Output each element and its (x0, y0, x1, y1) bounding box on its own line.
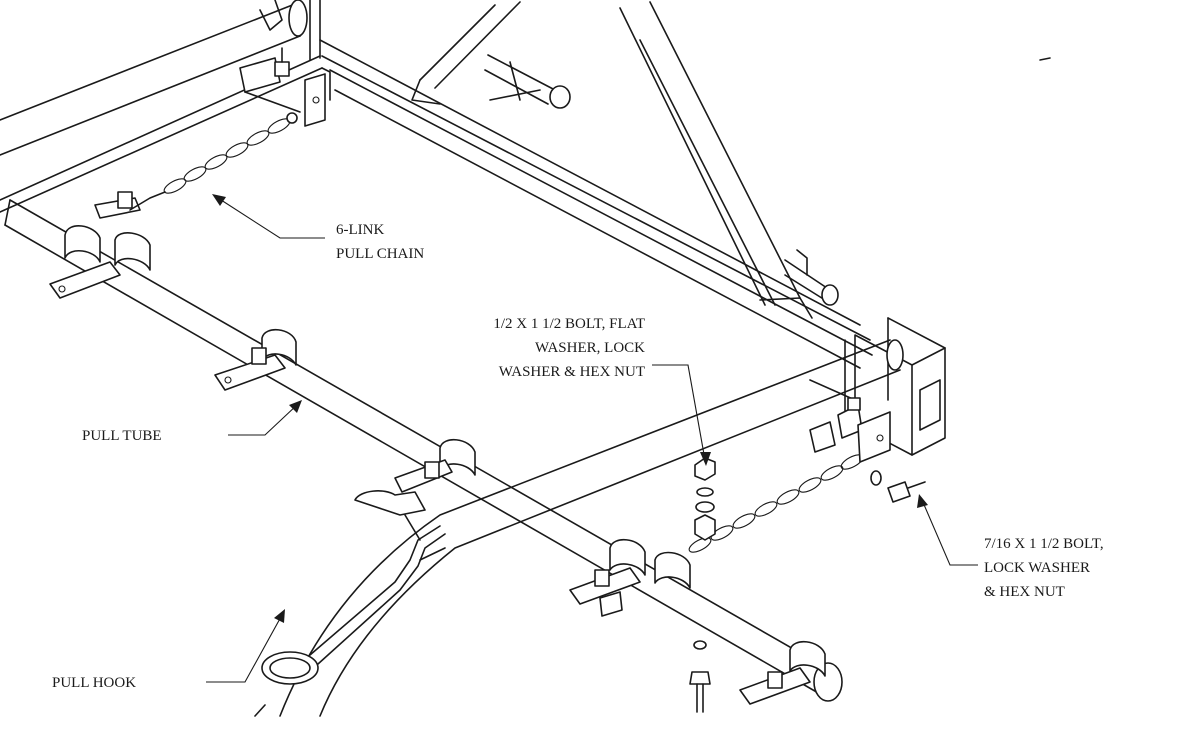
label-pull-hook: PULL HOOK (52, 675, 136, 691)
mast-assembly (411, 1, 839, 319)
label-bolt-large-line1: 1/2 X 1 1/2 BOLT, FLAT (493, 316, 645, 332)
frame-rails (0, 0, 873, 369)
label-bolt-small-line3: & HEX NUT (984, 584, 1065, 600)
pull-tube (4, 199, 843, 702)
tube-clamps (49, 191, 826, 705)
label-pull-chain-line2: PULL CHAIN (336, 246, 424, 262)
callout-leaders (206, 194, 978, 683)
label-bolt-large-line3: WASHER & HEX NUT (499, 364, 645, 380)
label-pull-tube-line1: PULL TUBE (82, 428, 162, 444)
hardware-stack (689, 457, 926, 713)
stray-mark (1039, 57, 1051, 61)
label-pull-tube: PULL TUBE (82, 428, 162, 444)
label-bolt-small-line1: 7/16 X 1 1/2 BOLT, (984, 536, 1104, 552)
label-pull-chain: 6-LINK PULL CHAIN (336, 222, 424, 262)
label-bolt-large: 1/2 X 1 1/2 BOLT, FLAT WASHER, LOCK WASH… (493, 316, 645, 380)
label-pull-hook-line1: PULL HOOK (52, 675, 136, 691)
upper-bracket (239, 47, 326, 127)
lower-frame-tube (254, 339, 904, 717)
upper-frame-bar (0, 0, 308, 156)
label-pull-chain-line1: 6-LINK (336, 222, 384, 238)
label-bolt-small-line2: LOCK WASHER (984, 560, 1090, 576)
label-bolt-small: 7/16 X 1 1/2 BOLT, LOCK WASHER & HEX NUT (984, 536, 1104, 600)
pull-hook (261, 490, 446, 685)
pull-chain-upper (129, 112, 298, 211)
pull-chain-lower (688, 397, 891, 553)
label-bolt-large-line2: WASHER, LOCK (535, 340, 645, 356)
